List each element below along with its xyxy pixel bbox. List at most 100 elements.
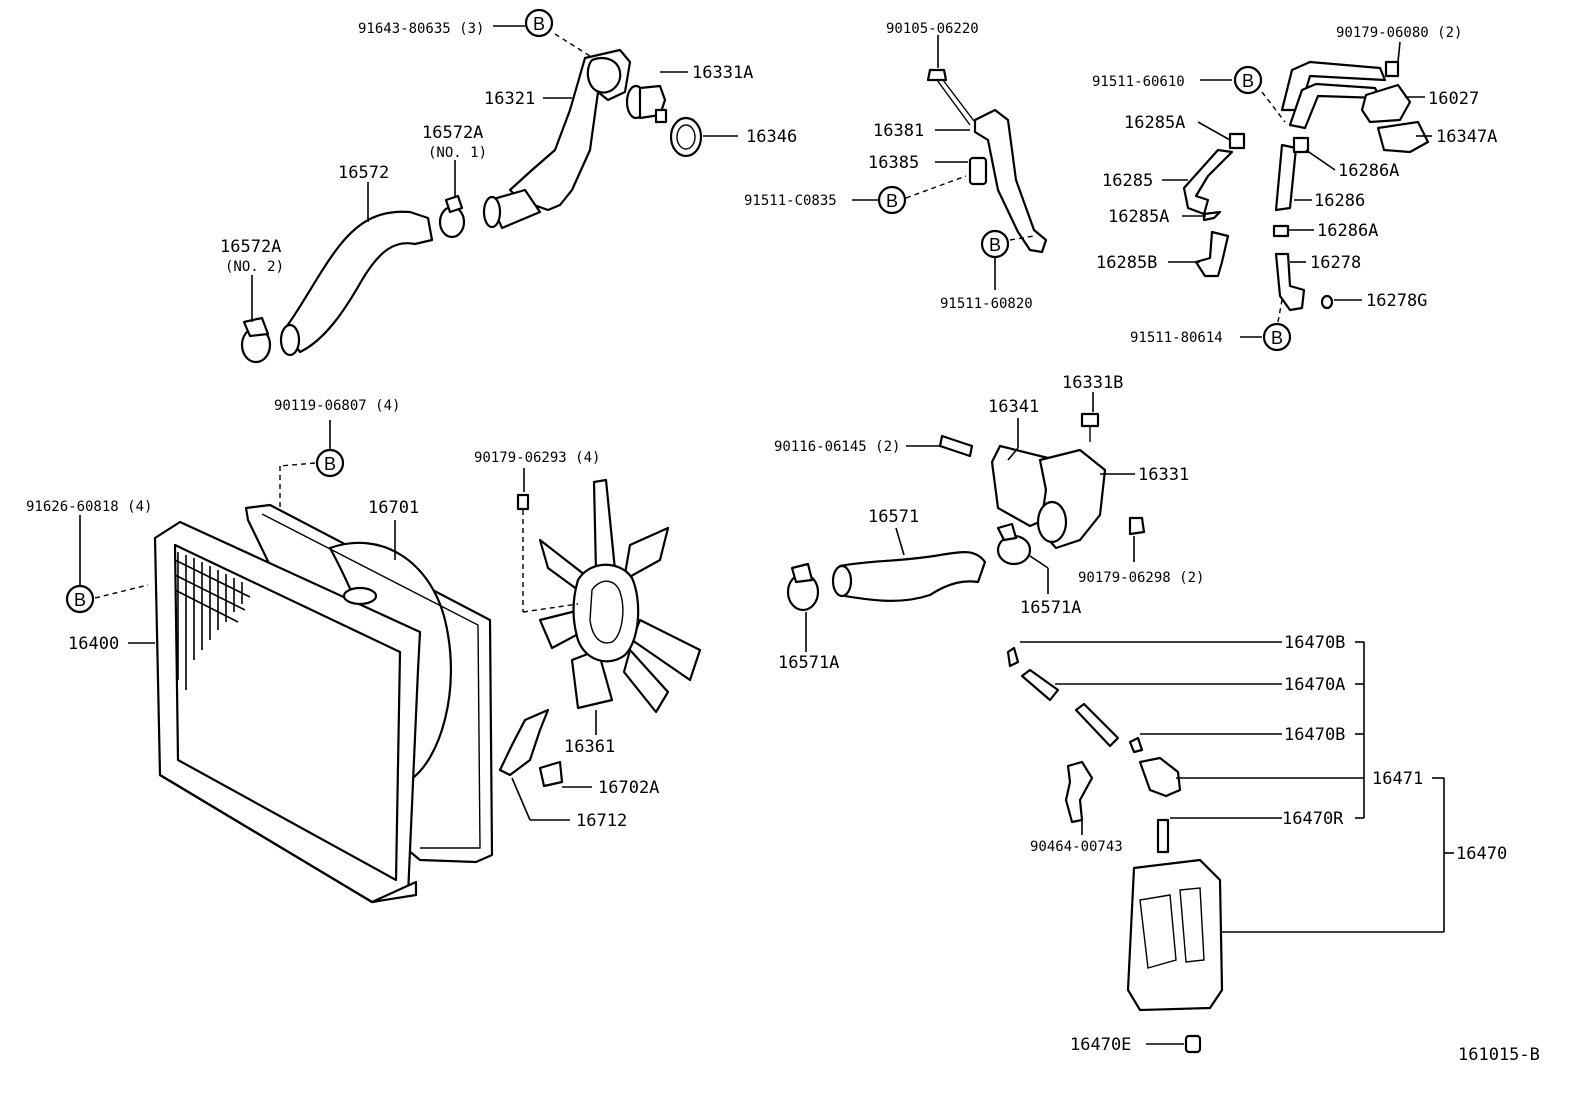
- overflow-pipe-16470R: [1156, 818, 1170, 854]
- outlet-neck-end: [482, 195, 502, 229]
- part-labels: 91643-80635 (3) 16321 16331A 16346 16572…: [26, 21, 1540, 1065]
- b-marker: B: [524, 8, 554, 38]
- label-16278: 16278: [1310, 253, 1361, 273]
- stud-90116: [938, 434, 974, 458]
- bolt-90105-shank: [936, 79, 975, 126]
- gasket-16347A: [1376, 120, 1430, 154]
- label-90119: 90119-06807 (4): [274, 398, 400, 414]
- label-16381: 16381: [873, 121, 924, 141]
- label-16346: 16346: [746, 127, 797, 147]
- bolt-16331B-head: [1080, 412, 1100, 428]
- upper-hose-16572: [282, 210, 434, 354]
- svg-text:B: B: [324, 454, 336, 474]
- clamp-16285A-a: [1228, 132, 1246, 150]
- label-16385: 16385: [868, 153, 919, 173]
- fan-16361: [538, 478, 702, 714]
- b-marker: B: [877, 185, 907, 215]
- label-91643: 91643-80635 (3): [358, 21, 484, 37]
- diagram-ref-code: 161015-B: [1458, 1045, 1540, 1065]
- nut-90179-06080: [1384, 60, 1400, 78]
- pipe-flange: [1360, 83, 1412, 124]
- label-90179-06080: 90179-06080 (2): [1336, 25, 1462, 41]
- label-16331B: 16331B: [1062, 373, 1123, 393]
- label-16286A-a: 16286A: [1338, 161, 1399, 181]
- clamp-16571A-a: [996, 522, 1032, 566]
- b-markers: B B B B B B B: [65, 8, 1292, 614]
- label-16285A-a: 16285A: [1124, 113, 1185, 133]
- label-16470R: 16470R: [1282, 809, 1344, 829]
- label-16347A: 16347A: [1436, 127, 1497, 147]
- hose-piece-16470A-1: [1020, 668, 1060, 702]
- radiator-cap: [342, 586, 378, 606]
- pipe-16285B: [1194, 230, 1230, 278]
- label-91511-C0835: 91511-C0835: [744, 193, 837, 209]
- label-16701: 16701: [368, 498, 419, 518]
- label-16286A-b: 16286A: [1317, 221, 1378, 241]
- clamp-16572A-no2: [240, 316, 272, 364]
- clamp-16572A-no1: [438, 194, 466, 239]
- bracket-group: [852, 35, 1048, 290]
- label-16285B: 16285B: [1096, 253, 1157, 273]
- label-90179-06293: 90179-06293 (4): [474, 450, 600, 466]
- label-16331A: 16331A: [692, 63, 753, 83]
- label-91511-60610: 91511-60610: [1092, 74, 1185, 90]
- nut-90179-06298: [1128, 516, 1146, 536]
- radiator-group: [79, 420, 702, 904]
- outlet-flange: [586, 56, 622, 94]
- hose-16286: [1274, 143, 1298, 212]
- label-16470: 16470: [1456, 844, 1507, 864]
- label-16027: 16027: [1428, 89, 1479, 109]
- hose-16470A: [1074, 702, 1120, 748]
- label-90105: 90105-06220: [886, 21, 979, 37]
- lower-hose-16571: [838, 551, 987, 602]
- label-16400: 16400: [68, 634, 119, 654]
- label-16470E: 16470E: [1070, 1035, 1131, 1055]
- label-90116: 90116-06145 (2): [774, 439, 900, 455]
- label-16471: 16471: [1372, 769, 1423, 789]
- bypass-pipe-group: [1162, 41, 1432, 338]
- clamp-16285A-b: [1202, 210, 1222, 222]
- svg-text:B: B: [886, 191, 898, 211]
- clip-16470B-a: [1006, 646, 1020, 668]
- label-16571A-b: 16571A: [778, 653, 839, 673]
- label-16286: 16286: [1314, 191, 1365, 211]
- label-16331: 16331: [1138, 465, 1189, 485]
- label-16702A: 16702A: [598, 778, 659, 798]
- label-16712: 16712: [576, 811, 627, 831]
- label-16470A: 16470A: [1284, 675, 1345, 695]
- cap-16470E: [1184, 1034, 1202, 1054]
- nut-90179-06293: [516, 493, 530, 511]
- clip-16702A: [538, 760, 564, 788]
- upper-hose-group: [240, 25, 738, 364]
- label-16470B-a: 16470B: [1284, 633, 1345, 653]
- reservoir-group: [1006, 641, 1454, 1054]
- label-16321: 16321: [484, 89, 535, 109]
- label-16571: 16571: [868, 507, 919, 527]
- label-16361: 16361: [564, 737, 615, 757]
- clamp-16571A-b: [786, 562, 820, 612]
- label-16285: 16285: [1102, 171, 1153, 191]
- label-16470B-b: 16470B: [1284, 725, 1345, 745]
- svg-text:B: B: [1242, 71, 1254, 91]
- svg-text:B: B: [989, 235, 1001, 255]
- b-marker: B: [315, 448, 345, 478]
- cap-16471: [1138, 756, 1182, 798]
- label-91511-60820: 91511-60820: [940, 296, 1033, 312]
- hose-16285: [1182, 148, 1234, 216]
- label-16278G: 16278G: [1366, 291, 1427, 311]
- svg-text:B: B: [74, 590, 86, 610]
- b-marker: B: [1233, 65, 1263, 95]
- inlet-neck: [1036, 500, 1068, 544]
- bracket-16381: [973, 108, 1048, 254]
- label-16572: 16572: [338, 163, 389, 183]
- clamp-16286A-b: [1272, 224, 1290, 238]
- plug-16278G: [1320, 294, 1334, 310]
- label-16285A-b: 16285A: [1108, 207, 1169, 227]
- b-marker: B: [980, 229, 1010, 259]
- reservoir-tank: [1126, 858, 1224, 1012]
- label-91626: 91626-60818 (4): [26, 499, 152, 515]
- label-90464: 90464-00743: [1030, 839, 1123, 855]
- label-16572A-no2-sub: (NO. 2): [225, 259, 284, 275]
- gasket-16346: [669, 116, 703, 158]
